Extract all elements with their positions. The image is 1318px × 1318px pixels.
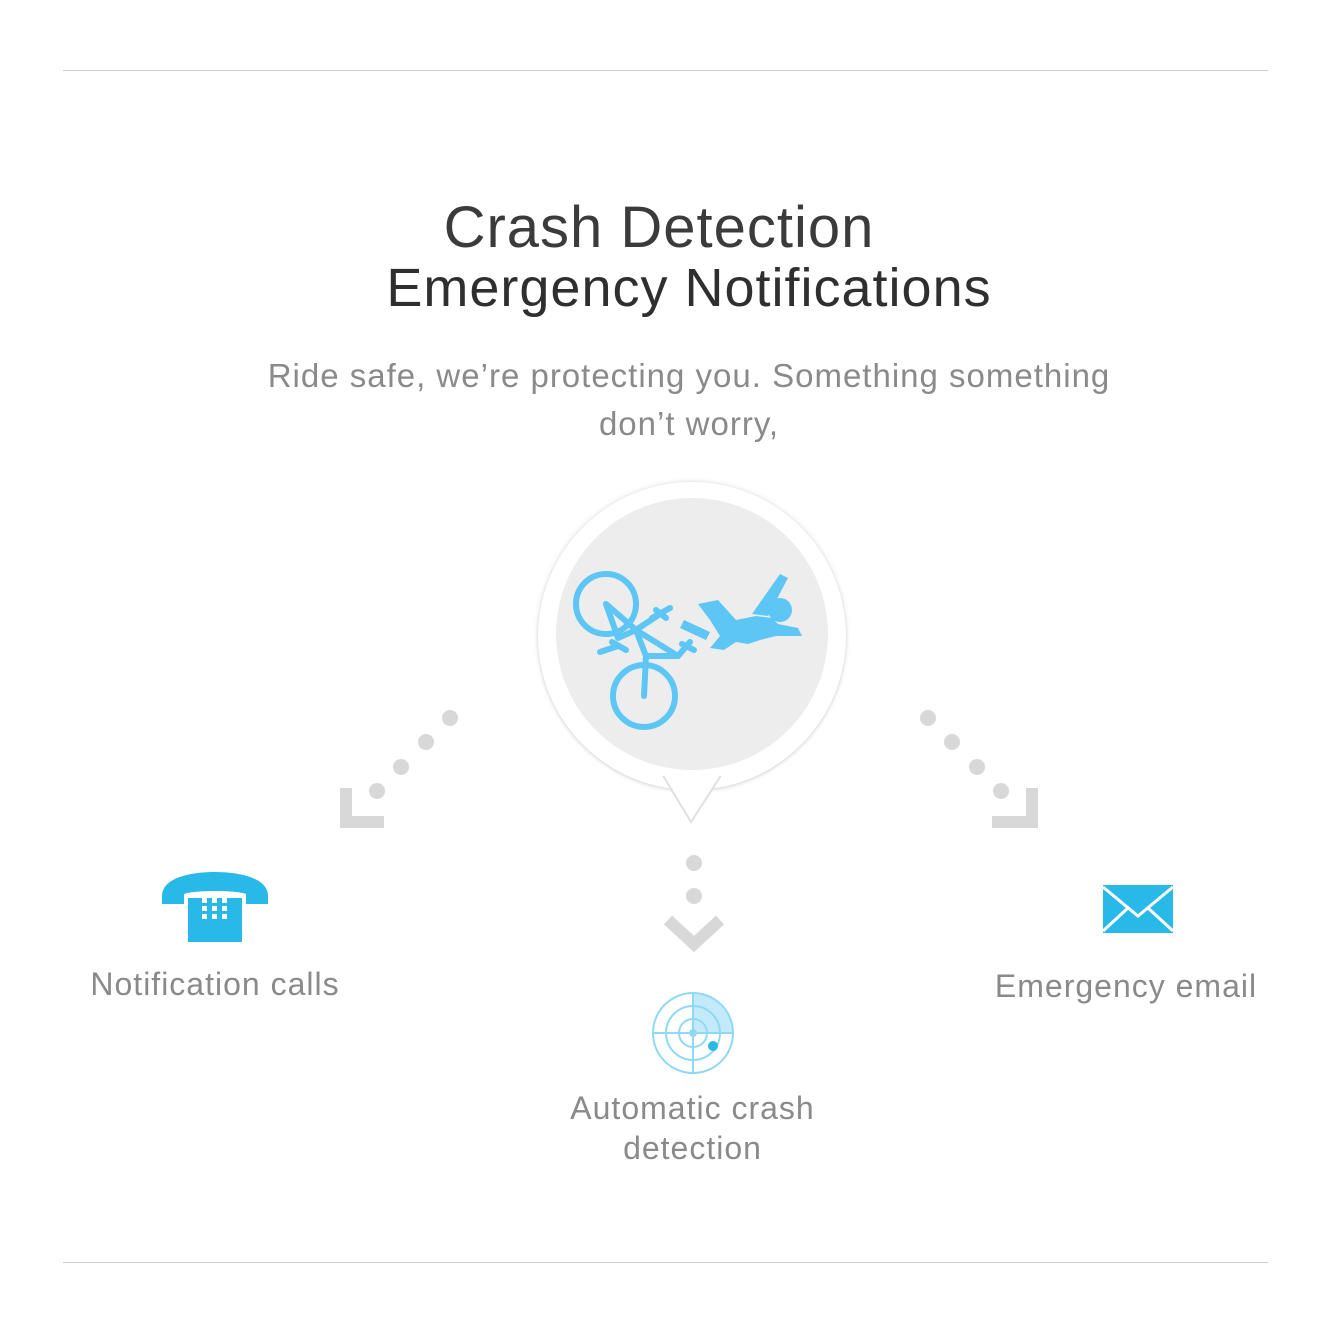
- bubble-pointer: [660, 772, 726, 824]
- subtitle-line-1: Ride safe, we’re protecting you. Somethi…: [267, 357, 1111, 394]
- crash-detection-label-line-2: detection: [623, 1130, 762, 1166]
- page-heading: Emergency Notifications: [386, 258, 992, 318]
- top-divider: [63, 70, 1268, 71]
- page-title: Crash Detection: [443, 195, 875, 260]
- arrow-to-calls: [340, 710, 458, 828]
- page-subtitle: Ride safe, we’re protecting you. Somethi…: [220, 352, 1158, 448]
- subtitle-line-2: don’t worry,: [598, 405, 780, 442]
- envelope-icon: [1102, 885, 1174, 933]
- bike-crash-icon: [573, 571, 802, 730]
- notification-calls-label: Notification calls: [90, 966, 340, 1002]
- arrow-to-detection: [663, 855, 725, 953]
- crash-detection-label: Automatic crash detection: [520, 1088, 865, 1168]
- radar-icon: [652, 992, 734, 1074]
- emergency-email-label: Emergency email: [994, 968, 1258, 1004]
- crash-detection-label-line-1: Automatic crash: [570, 1090, 815, 1126]
- telephone-icon: [162, 872, 268, 942]
- bottom-divider: [63, 1262, 1268, 1263]
- arrow-to-email: [920, 710, 1038, 828]
